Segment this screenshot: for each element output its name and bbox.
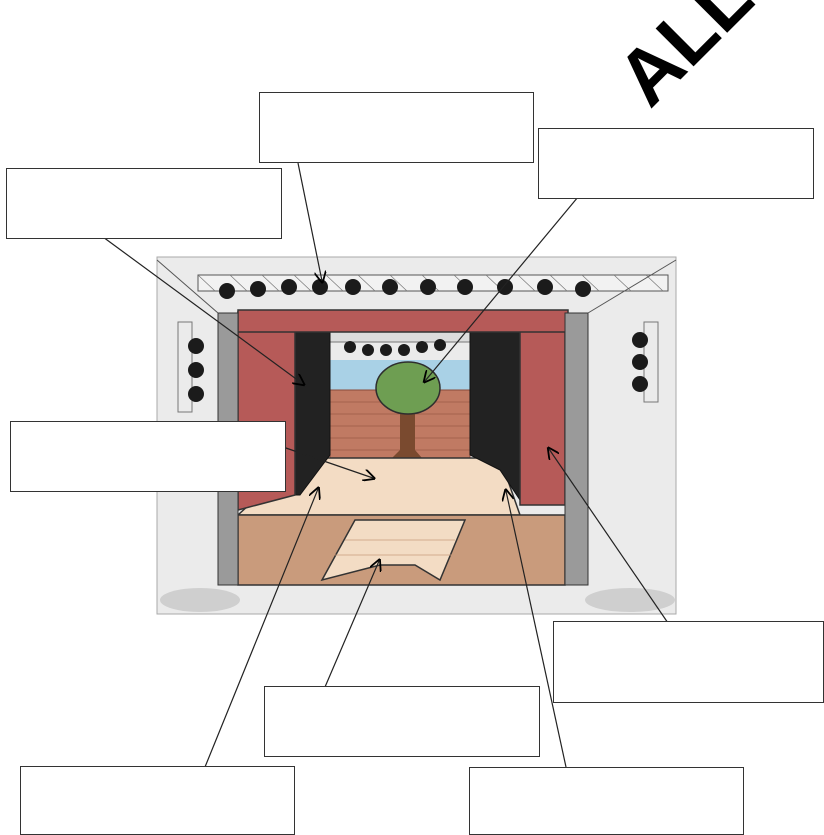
label-text-top-center: [260, 93, 533, 105]
label-text-middle-right: [554, 622, 823, 634]
right-pillar: [565, 313, 588, 585]
label-text-bottom-right: [470, 768, 743, 780]
label-text-middle-left: [11, 422, 285, 434]
label-box-bottom-center[interactable]: [264, 686, 540, 757]
label-box-bottom-right[interactable]: [469, 767, 744, 835]
label-text-bottom-center: [265, 687, 539, 699]
label-box-top-left[interactable]: [6, 168, 282, 239]
label-text-top-left: [7, 169, 281, 181]
label-text-bottom-left: [21, 767, 294, 779]
label-text-top-right: [539, 129, 813, 141]
label-box-top-center[interactable]: [259, 92, 534, 163]
label-box-middle-left[interactable]: [10, 421, 286, 492]
title-fragment: ALL: [600, 0, 769, 122]
top-valance: [238, 310, 568, 332]
label-box-top-right[interactable]: [538, 128, 814, 199]
tree-crown: [376, 362, 440, 414]
right-red-curtain: [520, 312, 565, 505]
label-box-middle-right[interactable]: [553, 621, 824, 703]
label-box-bottom-left[interactable]: [20, 766, 295, 835]
